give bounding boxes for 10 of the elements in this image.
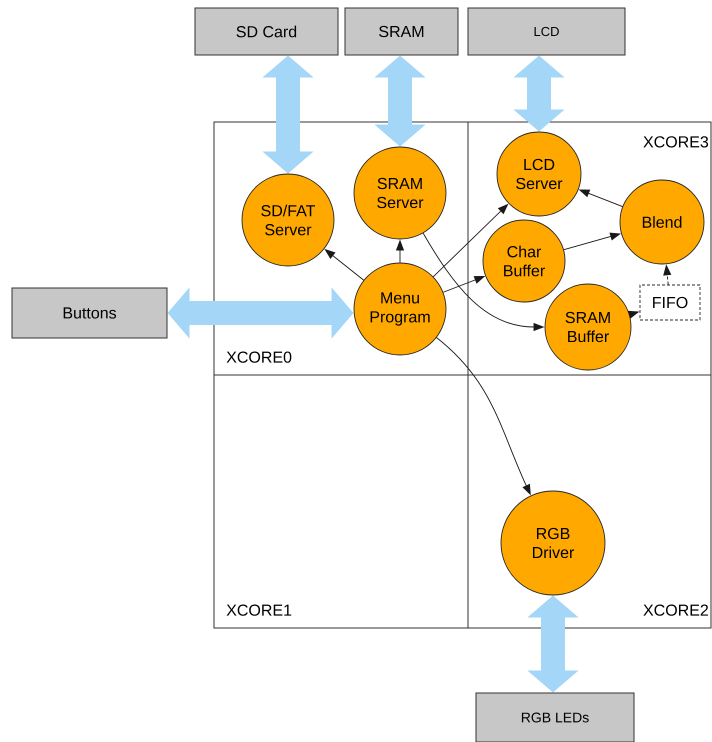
device-box: LCD — [468, 8, 626, 56]
fifo-box: FIFO — [640, 284, 700, 320]
core-label: XCORE0 — [226, 351, 292, 363]
device-box: RGB LEDs — [476, 692, 634, 742]
device-box: Buttons — [12, 288, 168, 338]
core-label: XCORE2 — [643, 604, 708, 616]
device-box: SRAM — [344, 8, 458, 56]
device-box: SD Card — [194, 8, 338, 56]
core-label: XCORE1 — [226, 604, 292, 616]
core-label: XCORE3 — [643, 136, 708, 148]
